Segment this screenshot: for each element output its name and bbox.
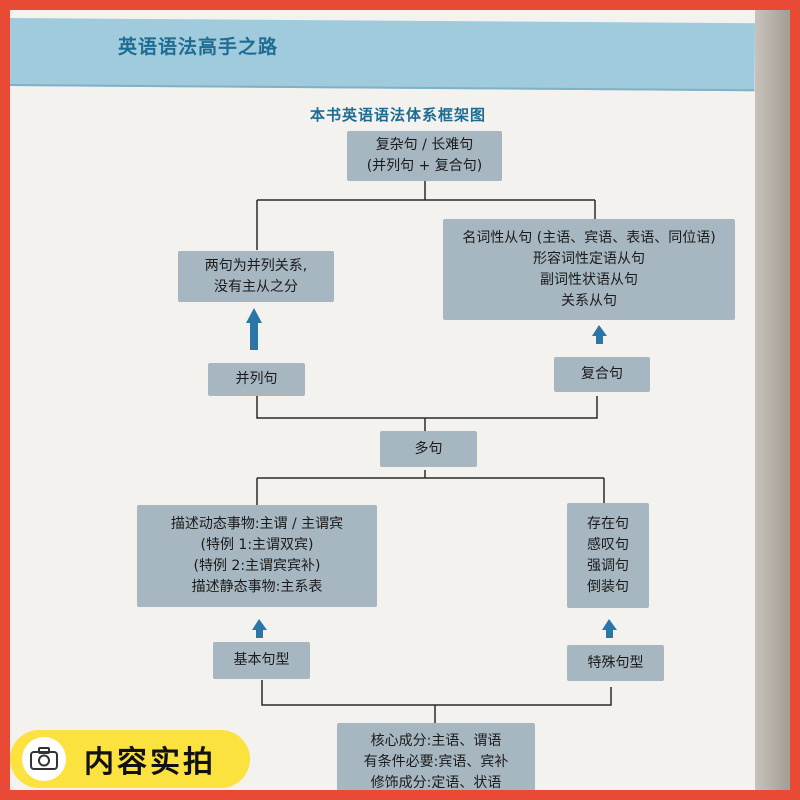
node-special-pattern: 特殊句型 bbox=[567, 645, 664, 681]
node-basic-pattern: 基本句型 bbox=[213, 642, 310, 679]
connector-bottom bbox=[262, 680, 611, 723]
node-text: 没有主从之分 bbox=[214, 277, 298, 298]
node-text: 名词性从句 (主语、宾语、表语、同位语) bbox=[462, 228, 715, 249]
connector-lines bbox=[10, 10, 790, 790]
camera-icon bbox=[22, 737, 66, 781]
node-text: 特殊句型 bbox=[588, 653, 644, 674]
node-parallel-sentence: 并列句 bbox=[208, 363, 305, 396]
node-text: 两句为并列关系, bbox=[205, 256, 307, 277]
node-sentence-components: 核心成分:主语、谓语 有条件必要:宾语、宾补 修饰成分:定语、状语 bbox=[337, 723, 535, 790]
node-text: 核心成分:主语、谓语 bbox=[371, 731, 502, 752]
node-multi-sentence: 多句 bbox=[380, 431, 477, 467]
node-text: 形容词性定语从句 bbox=[533, 249, 645, 270]
node-text: 存在句 bbox=[587, 514, 629, 535]
node-special-content: 存在句 感叹句 强调句 倒装句 bbox=[567, 503, 649, 608]
photo-badge-label: 内容实拍 bbox=[84, 737, 216, 781]
node-text: 倒装句 bbox=[587, 577, 629, 598]
node-parallel-relation: 两句为并列关系, 没有主从之分 bbox=[178, 251, 334, 302]
arrow-up-special bbox=[602, 619, 617, 638]
node-compound-sentence: 复合句 bbox=[554, 357, 650, 392]
node-text: 复杂句 / 长难句 bbox=[376, 135, 474, 156]
arrow-up-basic bbox=[252, 619, 267, 638]
node-text: 感叹句 bbox=[587, 535, 629, 556]
connector-middle bbox=[257, 396, 597, 432]
photo-badge: 内容实拍 bbox=[10, 730, 250, 788]
node-text: (特例 2:主谓宾宾补) bbox=[194, 556, 321, 577]
node-text: 副词性状语从句 bbox=[540, 270, 638, 291]
node-text: 描述动态事物:主谓 / 主谓宾 bbox=[171, 514, 343, 535]
node-text: 关系从句 bbox=[561, 291, 617, 312]
connector-lower-split bbox=[257, 470, 604, 505]
node-text: (特例 1:主谓双宾) bbox=[201, 535, 314, 556]
arrow-up-compound bbox=[592, 325, 607, 344]
book-page: 英语语法高手之路 本书英语语法体系框架图 bbox=[10, 10, 790, 790]
node-text: 修饰成分:定语、状语 bbox=[371, 773, 502, 790]
node-text: (并列句 + 复合句) bbox=[367, 156, 483, 177]
node-clause-types: 名词性从句 (主语、宾语、表语、同位语) 形容词性定语从句 副词性状语从句 关系… bbox=[443, 219, 735, 320]
node-text: 基本句型 bbox=[234, 650, 290, 671]
node-text: 复合句 bbox=[581, 364, 623, 385]
node-text: 强调句 bbox=[587, 556, 629, 577]
node-text: 并列句 bbox=[236, 369, 278, 390]
arrow-up-parallel bbox=[246, 308, 262, 350]
node-text: 多句 bbox=[415, 439, 443, 460]
node-text: 有条件必要:宾语、宾补 bbox=[364, 752, 509, 773]
node-basic-content: 描述动态事物:主谓 / 主谓宾 (特例 1:主谓双宾) (特例 2:主谓宾宾补)… bbox=[137, 505, 377, 607]
node-text: 描述静态事物:主系表 bbox=[192, 577, 323, 598]
node-complex-sentence: 复杂句 / 长难句 (并列句 + 复合句) bbox=[347, 131, 502, 181]
